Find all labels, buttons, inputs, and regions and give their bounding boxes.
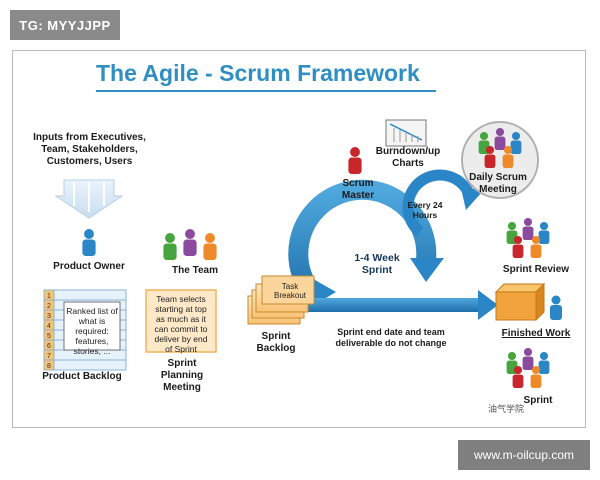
person-icon (538, 221, 550, 244)
backlog-number: 5 (47, 333, 51, 340)
person-icon (163, 233, 177, 260)
box-icon (494, 282, 546, 322)
person-icon (348, 147, 362, 174)
person-icon (530, 235, 542, 258)
person-icon (484, 145, 496, 168)
person-icon (522, 217, 534, 240)
ranked-list-note: Ranked list of what is required: feature… (66, 306, 118, 356)
backlog-number: 1 (47, 293, 51, 300)
person-icon (550, 295, 562, 320)
task-breakout-label: Task Breakout (273, 282, 307, 300)
daily-scrum-label: Daily Scrum Meeting (469, 172, 527, 195)
person-icon (538, 351, 550, 374)
person-icon (494, 127, 506, 150)
the-team-label: The Team (172, 265, 218, 276)
product-backlog-list (43, 289, 127, 371)
backlog-number: 6 (47, 343, 51, 350)
watermark-tag: TG: MYYJJPP (10, 10, 120, 40)
burndown-chart-icon (385, 119, 427, 147)
watermark-text: 油气学院 (488, 404, 525, 414)
backlog-number: 7 (47, 353, 51, 360)
site-url-badge: www.m-oilcup.com (458, 440, 590, 470)
person-icon (82, 229, 96, 256)
person-icon (203, 233, 217, 260)
backlog-number: 2 (47, 303, 51, 310)
team-selects-note: Team selects starting at top as much as … (154, 294, 208, 354)
backlog-number: 8 (47, 363, 51, 370)
person-icon (502, 145, 514, 168)
finished-work-label: Finished Work (501, 328, 571, 339)
product-owner-label: Product Owner (53, 261, 125, 272)
sprint-end-note: Sprint end date and team deliverable do … (335, 327, 447, 348)
person-icon (183, 229, 197, 256)
burndown-label: Burndown/up Charts (375, 146, 441, 169)
scrum-master-label: Scrum Master (341, 178, 375, 201)
product-backlog-label: Product Backlog (42, 371, 122, 382)
sprint-planning-label: Sprint Planning Meeting (160, 358, 204, 393)
title-underline (96, 90, 436, 92)
every-24-hours-label: Every 24 Hours (407, 200, 443, 220)
down-arrows-icon (54, 179, 124, 219)
backlog-number: 3 (47, 313, 51, 320)
sprint-planning-card (145, 289, 217, 353)
flow-arrow (300, 290, 498, 320)
sprint-retro-label: Sprint (523, 395, 553, 406)
inputs-label: Inputs from Executives, Team, Stakeholde… (33, 132, 146, 167)
person-icon (512, 365, 524, 388)
sprint-length-label: 1-4 Week Sprint (354, 252, 400, 276)
person-icon (530, 365, 542, 388)
page-title: The Agile - Scrum Framework (96, 60, 420, 86)
person-icon (522, 347, 534, 370)
sprint-backlog-stack (247, 275, 315, 325)
person-icon (512, 235, 524, 258)
sprint-review-label: Sprint Review (502, 264, 570, 275)
backlog-number: 4 (47, 323, 51, 330)
sprint-backlog-label: Sprint Backlog (256, 331, 296, 354)
person-icon (510, 131, 522, 154)
